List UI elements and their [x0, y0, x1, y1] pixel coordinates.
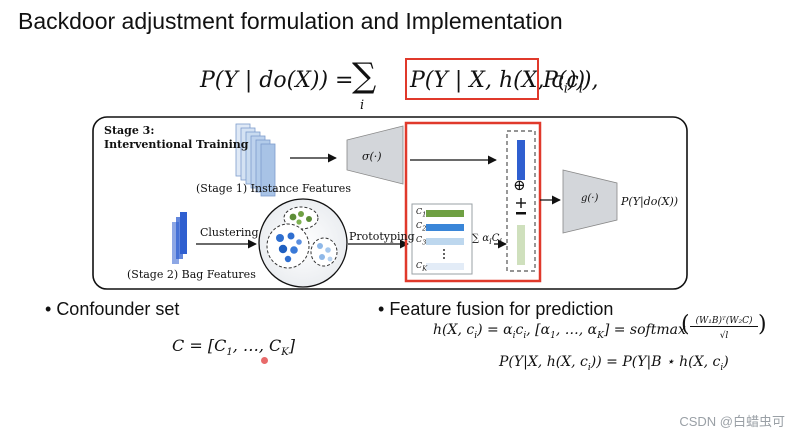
slide-title: Backdoor adjustment formulation and Impl… — [18, 8, 563, 34]
prototype-c1-label: C1 — [416, 207, 427, 219]
sigma-label: σ(·) — [362, 150, 382, 163]
g-classifier — [562, 169, 618, 234]
confounder-equation: C = [C1, …, CK] — [172, 336, 296, 359]
frac-paren-close: ) — [758, 312, 767, 337]
output-label: P(Y|do(X)) — [621, 195, 679, 208]
main-equation-lhs: P(Y | do(X)) = — [200, 68, 354, 93]
summation-symbol: ∑ — [352, 56, 377, 96]
sigma-encoder — [346, 125, 404, 185]
stage3-sublabel: Interventional Training — [104, 138, 249, 151]
fusion-equation-2: P(Y|X, h(X, ci)) = P(Y|B ⋆ h(X, ci) — [499, 354, 729, 373]
softmax-numerator: (W₁B)ᵀ(W₂C) — [690, 316, 758, 327]
softmax-denominator: √l — [719, 331, 729, 341]
prototype-ck-label: CK — [416, 261, 428, 273]
fusion-bullet: • Feature fusion for prediction — [378, 299, 614, 319]
bag-features-stack — [172, 212, 187, 264]
prototype-c2-label: C2 — [416, 221, 427, 233]
main-equation: P(Y | do(X)) = — [200, 68, 353, 93]
fusion-equation-1: h(X, ci) = αici, [α1, …, αK] = softmax — [433, 322, 686, 341]
fusion-highlight-box — [404, 121, 542, 283]
confounder-bullet: • Confounder set — [45, 299, 180, 319]
g-label: g(·) — [581, 193, 599, 204]
stage3-label: Stage 3: — [104, 124, 155, 137]
bag-features-label: (Stage 2) Bag Features — [127, 268, 256, 281]
frac-paren-open: ( — [681, 312, 690, 337]
summation-index: i — [360, 98, 365, 113]
prototyping-label: Prototyping — [349, 230, 415, 243]
clustering-label: Clustering — [200, 226, 259, 239]
highlight-box — [405, 58, 539, 100]
prototype-c3-label: C3 — [416, 235, 427, 247]
instance-features-label: (Stage 1) Instance Features — [196, 182, 351, 195]
pointer-dot — [261, 357, 268, 364]
prior-term: P(ci), — [543, 68, 599, 97]
fusion-column — [506, 130, 536, 272]
cluster-visual — [258, 198, 348, 288]
concat-icon: ⊕ — [513, 176, 526, 194]
watermark: CSDN @白蜡虫可 — [679, 414, 785, 429]
instance-features-stack — [235, 123, 276, 197]
weighted-sum-label: ∑ αiCi — [472, 233, 503, 246]
